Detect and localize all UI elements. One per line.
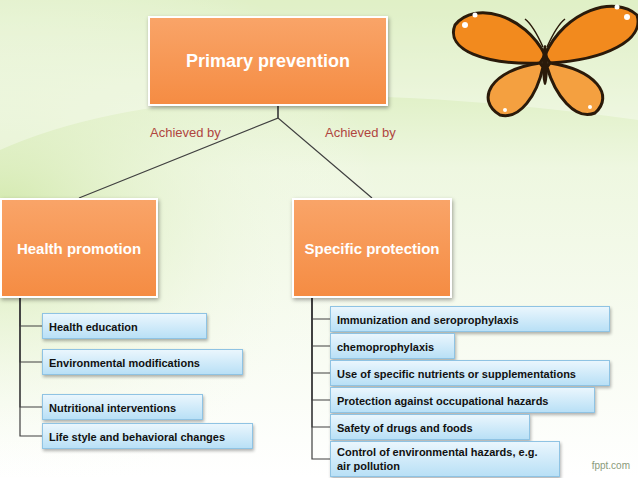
item-box: Protection against occupational hazards — [330, 387, 595, 413]
connector — [312, 298, 330, 319]
item-text: Health education — [49, 320, 138, 334]
root-box: Primary prevention — [148, 16, 388, 106]
item-text: Life style and behavioral changes — [49, 430, 225, 444]
item-box: Nutritional interventions — [42, 394, 203, 420]
item-box: Safety of drugs and foods — [330, 414, 530, 440]
item-box: Environmental modifications — [42, 349, 243, 375]
box-title: Specific protection — [304, 240, 439, 257]
item-text: Control of environmental hazards, e.g. a… — [337, 445, 553, 473]
connector — [312, 298, 330, 459]
item-text: chemoprophylaxis — [337, 340, 434, 354]
edge-label: Achieved by — [325, 125, 396, 141]
item-box: Immunization and seroprophylaxis — [330, 306, 610, 332]
item-box: Control of environmental hazards, e.g. a… — [330, 441, 560, 477]
item-box: Health education — [42, 313, 207, 339]
connector — [312, 298, 330, 427]
box-title: Health promotion — [17, 240, 141, 257]
connector — [278, 106, 372, 198]
item-text: Protection against occupational hazards — [337, 394, 549, 408]
branch-box: Health promotion — [0, 198, 158, 298]
edge-label: Achieved by — [150, 125, 221, 141]
item-text: Safety of drugs and foods — [337, 421, 473, 435]
item-box: chemoprophylaxis — [330, 333, 455, 359]
item-text: Immunization and seroprophylaxis — [337, 313, 519, 327]
item-box: Life style and behavioral changes — [42, 423, 253, 449]
connector — [79, 106, 278, 198]
connector — [312, 298, 330, 346]
box-title: Primary prevention — [186, 51, 350, 72]
item-text: Nutritional interventions — [49, 401, 176, 415]
connector — [312, 298, 330, 373]
item-box: Use of specific nutrients or supplementa… — [330, 360, 610, 386]
connector — [20, 298, 42, 407]
connector — [20, 298, 42, 362]
branch-box: Specific protection — [292, 198, 452, 298]
connector — [312, 298, 330, 400]
item-text: Use of specific nutrients or supplementa… — [337, 367, 576, 381]
watermark: fppt.com — [592, 460, 630, 472]
item-text: Environmental modifications — [49, 356, 200, 370]
connector — [20, 298, 42, 326]
connector — [20, 298, 42, 436]
butterfly — [453, 5, 638, 116]
